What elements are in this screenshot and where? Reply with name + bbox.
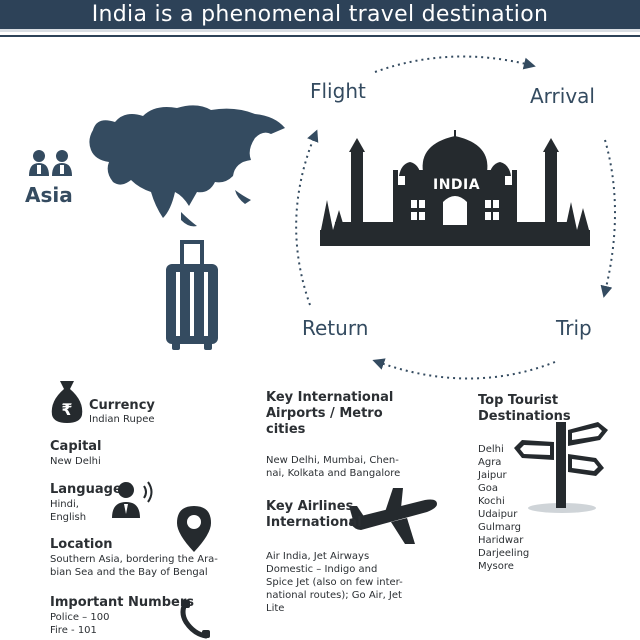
destinations-title-line: Destinations (478, 409, 571, 424)
signpost-icon (514, 422, 608, 513)
capital-title: Capital (50, 439, 102, 454)
numbers-text: Police – 100 Fire - 101 (50, 611, 109, 637)
airports-line: New Delhi, Mumbai, Chen- (266, 455, 399, 466)
capital-value: New Delhi (50, 456, 101, 467)
language-value: English (50, 512, 87, 523)
destination-item: Udaipur (478, 509, 518, 520)
suitcase-icon (166, 240, 218, 350)
airports-title: Key International Airports / Metro citie… (266, 390, 393, 438)
header-bar (0, 0, 640, 32)
destinations-list: Delhi Agra Jaipur Goa Kochi Udaipur Gulm… (478, 443, 529, 573)
location-line: bian Sea and the Bay of Bengal (50, 567, 208, 578)
airlines-line: Air India, Jet Airways (266, 551, 370, 562)
location-title: Location (50, 537, 113, 552)
taj-mahal-icon (320, 130, 590, 246)
airports-title-line: Airports / Metro (266, 406, 383, 421)
airports-text: New Delhi, Mumbai, Chen- nai, Kolkata an… (266, 454, 400, 480)
number-line: Fire - 101 (50, 625, 97, 636)
location-pin-icon (177, 506, 211, 552)
taj-label: INDIA (433, 177, 481, 193)
destination-item: Delhi (478, 444, 504, 455)
airports-title-line: cities (266, 422, 306, 437)
destination-item: Haridwar (478, 535, 524, 546)
language-title: Language (50, 482, 122, 497)
asia-label: Asia (25, 183, 73, 207)
currency-value: Indian Rupee (89, 414, 155, 425)
airlines-line: Lite (266, 603, 285, 614)
destination-item: Darjeeling (478, 548, 530, 559)
airlines-text: Air India, Jet Airways Domestic – Indigo… (266, 550, 403, 615)
number-line: Police – 100 (50, 612, 110, 623)
currency-title: Currency (89, 398, 155, 413)
destination-item: Kochi (478, 496, 505, 507)
location-text: Southern Asia, bordering the Ara- bian S… (50, 553, 218, 579)
money-bag-icon: ₹ (51, 381, 83, 423)
svg-text:₹: ₹ (61, 400, 72, 419)
cycle-flight: Flight (310, 79, 366, 103)
numbers-title: Important Numbers (50, 595, 194, 610)
people-icon (29, 150, 72, 176)
asia-map-icon (89, 105, 286, 227)
destination-item: Agra (478, 457, 502, 468)
destination-item: Mysore (478, 561, 514, 572)
header-divider (0, 35, 640, 37)
airports-title-line: Key International (266, 390, 394, 405)
airlines-line: national routes); Go Air, Jet (266, 590, 402, 601)
phone-icon (180, 599, 210, 639)
page-title: India is a phenomenal travel destination (91, 2, 549, 27)
airlines-title-line: International (266, 515, 362, 530)
cycle-trip: Trip (556, 316, 592, 340)
cycle-arrival: Arrival (530, 84, 595, 108)
airports-line: nai, Kolkata and Bangalore (266, 468, 401, 479)
cycle-return: Return (302, 316, 369, 340)
destination-item: Jaipur (478, 470, 507, 481)
airlines-line: Domestic – Indigo and (266, 564, 378, 575)
speaker-icon (112, 481, 153, 518)
location-line: Southern Asia, bordering the Ara- (50, 554, 218, 565)
language-values: Hindi, English (50, 498, 86, 524)
destinations-title: Top Tourist Destinations (478, 393, 571, 425)
airlines-title-line: Key Airlines (266, 499, 354, 514)
airlines-line: Spice Jet (also on few inter- (266, 577, 403, 588)
destination-item: Goa (478, 483, 498, 494)
destination-item: Gulmarg (478, 522, 522, 533)
destinations-title-line: Top Tourist (478, 393, 559, 408)
airplane-icon (349, 488, 437, 544)
language-value: Hindi, (50, 499, 79, 510)
airlines-title: Key Airlines International (266, 499, 362, 531)
